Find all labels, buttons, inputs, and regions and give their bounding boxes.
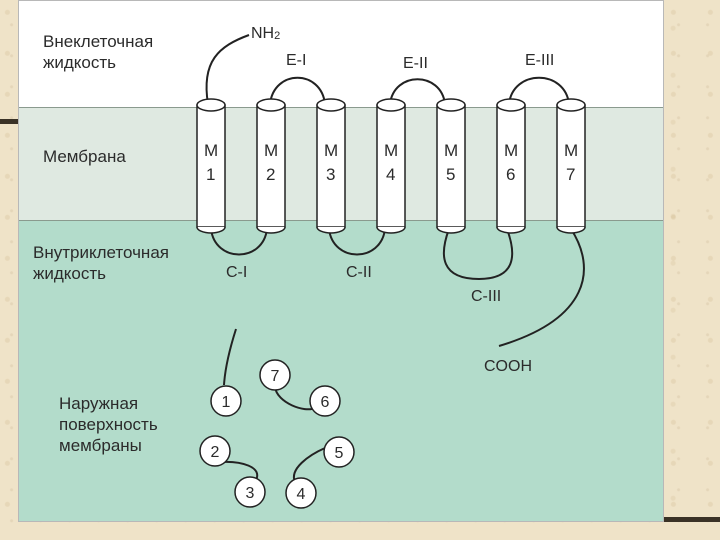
loop-e1 (269, 76, 326, 105)
receptor-diagram: Внеклеточная жидкость Мембрана Внутрикле… (18, 0, 664, 522)
helix-5-letter: М (444, 141, 458, 160)
helix-5: М 5 (436, 98, 466, 234)
loop-c3 (442, 228, 514, 281)
surface-chain-7-6 (274, 386, 316, 411)
helix-cylinders: М 1 М 2 М 3 М 4 (196, 98, 586, 234)
intracellular-label: Внутриклеточная жидкость (33, 243, 169, 283)
svg-text:1: 1 (222, 394, 231, 411)
surface-circle-6: 6 (309, 385, 341, 417)
surface-circles: 1 2 3 4 5 6 7 (199, 359, 355, 509)
helix-6-number: 6 (506, 165, 515, 184)
helix-6-letter: М (504, 141, 518, 160)
membrane-label: Мембрана (43, 147, 126, 166)
extracellular-label: Внеклеточная жидкость (43, 32, 154, 72)
surface-chain-1 (223, 328, 237, 386)
helix-3-letter: М (324, 141, 338, 160)
loop-e3-label: E-III (525, 52, 554, 69)
surface-circle-2: 2 (199, 435, 231, 467)
surface-circle-1: 1 (210, 385, 242, 417)
loop-e2 (389, 78, 446, 105)
surface-circle-7: 7 (259, 359, 291, 391)
helix-4-letter: М (384, 141, 398, 160)
n-terminus-chain (205, 34, 250, 105)
svg-text:5: 5 (335, 445, 344, 462)
termini-labels: NH2 COOH (251, 25, 532, 375)
loop-e3 (508, 76, 570, 105)
svg-text:4: 4 (297, 486, 306, 503)
helix-1: М 1 (196, 98, 226, 234)
n-terminus-label: NH2 (251, 25, 280, 42)
loop-labels: E-I E-II E-III C-I C-II C-III (226, 52, 554, 305)
surface-circle-5: 5 (323, 436, 355, 468)
helix-7-number: 7 (566, 165, 575, 184)
loop-e1-label: E-I (286, 52, 306, 69)
helix-1-number: 1 (206, 165, 215, 184)
helix-7-letter: М (564, 141, 578, 160)
svg-text:6: 6 (321, 394, 330, 411)
svg-text:7: 7 (271, 368, 280, 385)
svg-text:2: 2 (211, 444, 220, 461)
intracellular-zone (19, 221, 663, 521)
helix-7: М 7 (556, 98, 586, 234)
helix-3-number: 3 (326, 165, 335, 184)
decorative-bar-bottom-right (625, 517, 720, 522)
loop-c3-label: C-III (471, 288, 501, 305)
helix-2-number: 2 (266, 165, 275, 184)
helix-2-letter: М (264, 141, 278, 160)
surface-circle-3: 3 (234, 476, 266, 508)
loop-c1 (210, 228, 268, 256)
loop-c2 (328, 228, 386, 256)
surface-circle-4: 4 (285, 477, 317, 509)
helix-4-number: 4 (386, 165, 395, 184)
helix-2: М 2 (256, 98, 286, 234)
diagram-overlay: М 1 М 2 М 3 М 4 (196, 25, 586, 509)
svg-text:3: 3 (246, 485, 255, 502)
outer-surface-label: Наружная поверхность мембраны (59, 394, 158, 455)
helix-4: М 4 (376, 98, 406, 234)
c-terminus-label: COOH (484, 358, 532, 375)
helix-6: М 6 (496, 98, 526, 234)
decorative-bar-left (0, 119, 22, 124)
c-terminus-chain (498, 228, 585, 347)
loop-e2-label: E-II (403, 55, 428, 72)
helix-3: М 3 (316, 98, 346, 234)
loop-c2-label: C-II (346, 264, 372, 281)
surface-chain-4-5 (292, 447, 326, 483)
helix-1-letter: М (204, 141, 218, 160)
helix-5-number: 5 (446, 165, 455, 184)
extracellular-zone (19, 1, 663, 107)
loop-c1-label: C-I (226, 264, 247, 281)
